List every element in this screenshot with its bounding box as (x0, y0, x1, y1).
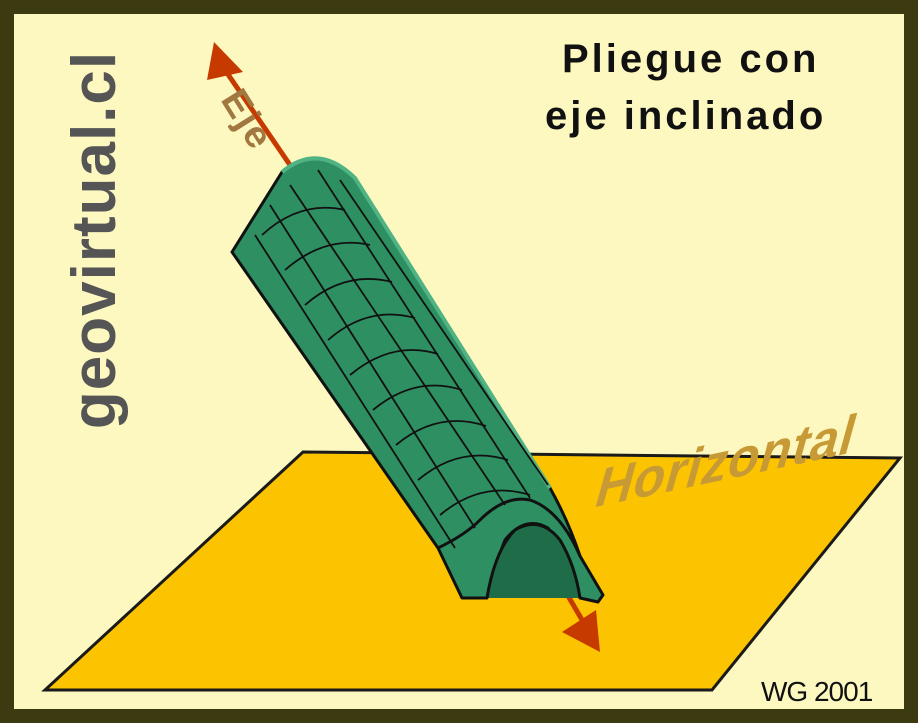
fold-grid (254, 169, 549, 549)
axis-line-upper (222, 68, 293, 167)
axis-arrowhead-upper (207, 42, 243, 80)
fold-limb-edge (437, 497, 582, 557)
site-watermark: geovirtual.cl (60, 50, 129, 430)
fold-crest (280, 156, 552, 490)
fold-body (230, 156, 605, 604)
credit-text: WG 2001 (761, 676, 873, 707)
axis-arrowhead-lower (562, 610, 600, 652)
title-line-1: Pliegue con (562, 37, 820, 81)
title-line-2: eje inclinado (545, 94, 827, 138)
fold-inner-arch (485, 522, 582, 599)
